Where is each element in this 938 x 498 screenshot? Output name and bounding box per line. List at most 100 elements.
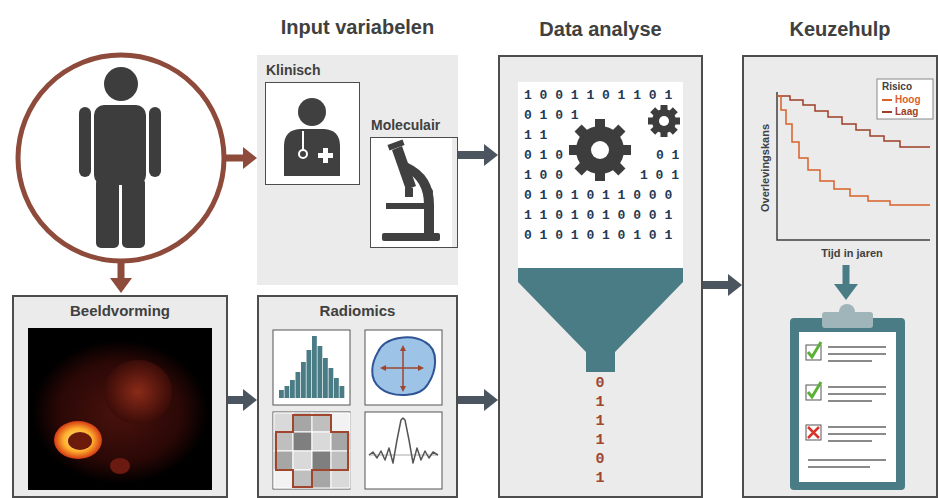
pet-scan-image (110, 458, 130, 474)
histogram-icon (334, 378, 339, 398)
legend-item: Hoog (881, 94, 921, 106)
gear-icon (650, 125, 660, 135)
gear-icon (668, 125, 678, 135)
histogram-icon (290, 380, 295, 398)
panel-heading: Data analyse (500, 17, 701, 41)
binary-digits: 0 1 (656, 148, 679, 164)
gear-icon (668, 107, 678, 117)
clipboard-icon (808, 342, 821, 357)
clipboard-icon (839, 304, 855, 320)
texture-grid-icon (273, 412, 350, 489)
panel-fill (12, 295, 228, 498)
result-arrow (843, 265, 850, 286)
survival-chart (777, 79, 933, 240)
legend-line (881, 94, 893, 106)
pet-scan-image (104, 360, 172, 424)
gear-icon (591, 141, 609, 159)
panel-fill (265, 82, 360, 185)
shape-icon (402, 349, 404, 388)
gear-icon (648, 118, 655, 125)
axis-title: Tijd in jaren (792, 245, 912, 261)
binary-ground (518, 82, 683, 268)
patient-arrow (110, 278, 132, 293)
gear-icon (611, 125, 625, 139)
microscope-icon (386, 203, 426, 209)
arrowhead (728, 274, 742, 296)
gear-icon (575, 161, 589, 175)
histogram-icon (279, 336, 344, 398)
binary-digits: 1 1 (524, 128, 547, 144)
patient-figure (94, 105, 146, 185)
histogram-icon (273, 330, 350, 405)
label-slot: 0 1 0 1 0 1 0 1 0 1 (524, 228, 672, 244)
histogram-icon (312, 336, 317, 398)
binary-digits: 1 1 0 1 0 1 0 0 0 1 (524, 208, 672, 224)
shape-icon (400, 386, 406, 392)
legend-line (882, 111, 892, 113)
binary-digits: 0 1 0 1 0 1 0 1 0 1 (524, 228, 672, 244)
legend-title: Risico (882, 81, 912, 93)
texture-grid-icon (293, 432, 312, 451)
label-slot: 1 0 1 (640, 168, 679, 184)
clipboard-icon (828, 400, 872, 402)
texture-grid-icon (312, 451, 331, 470)
survival-chart (777, 96, 930, 205)
clipboard-icon (790, 318, 905, 490)
arrow-line (458, 396, 484, 404)
label-slot: 0 1 0 1 0 1 1 0 0 0 (524, 188, 672, 204)
wavelet-icon (365, 412, 442, 489)
panel-fill (12, 55, 938, 498)
clipboard-icon (828, 386, 886, 388)
binary-digits: 0 1 0 1 0 1 1 0 0 0 (524, 188, 672, 204)
patient-figure (149, 107, 161, 177)
texture-grid-icon (274, 413, 350, 488)
icon-box: Klinisch (265, 82, 360, 185)
box-title: Radiomics (259, 301, 456, 321)
axis-title: Overlevingskans (757, 113, 773, 223)
histogram-icon (285, 386, 290, 398)
patient-figure (18, 55, 224, 261)
histogram-icon (340, 386, 345, 398)
box-heading: Moleculair (371, 116, 457, 134)
flow-arrow (228, 389, 257, 411)
microscope-icon (392, 146, 416, 190)
pet-scan-image (28, 328, 212, 490)
label-slot: Overlevingskans (710, 160, 820, 176)
gear-icon (569, 145, 579, 155)
clipboard-icon (828, 353, 886, 355)
patient-figure (18, 55, 224, 261)
gear-icon (569, 119, 631, 181)
texture-grid-icon (276, 415, 348, 487)
patient-figure (96, 178, 119, 248)
gear-icon (661, 130, 668, 137)
histogram-icon (273, 330, 350, 405)
patient-arrow (243, 147, 257, 169)
label-slot: Risico (882, 81, 912, 93)
histogram-icon (279, 390, 284, 398)
histogram-icon (329, 368, 334, 398)
clipboard-icon (790, 304, 905, 490)
patient-figure (79, 67, 161, 248)
label-slot: 0 1 0 1 (524, 108, 579, 124)
clipboard-icon (828, 346, 886, 348)
pet-scan-image (32, 340, 208, 484)
box-heading: Klinisch (266, 61, 359, 79)
arrow-line (703, 281, 728, 289)
gear-icon (575, 125, 589, 139)
icon-box: Moleculair (370, 137, 458, 248)
clipboard-icon (808, 459, 886, 461)
binary-ground (518, 82, 683, 268)
label-slot: 1 1 (524, 128, 547, 144)
clipboard-icon (828, 433, 886, 435)
clipboard-icon (828, 393, 886, 395)
panel-heading: Keuzehulp (744, 17, 936, 41)
survival-chart (777, 92, 930, 240)
microscope-icon (382, 233, 440, 241)
microscope-icon (405, 188, 413, 197)
histogram-icon (323, 358, 328, 398)
texture-grid-icon (274, 470, 293, 488)
decision-panel: Keuzehulp (742, 55, 938, 498)
gear-icon (673, 118, 680, 125)
binary-digits: 0 1 0 (524, 148, 563, 164)
